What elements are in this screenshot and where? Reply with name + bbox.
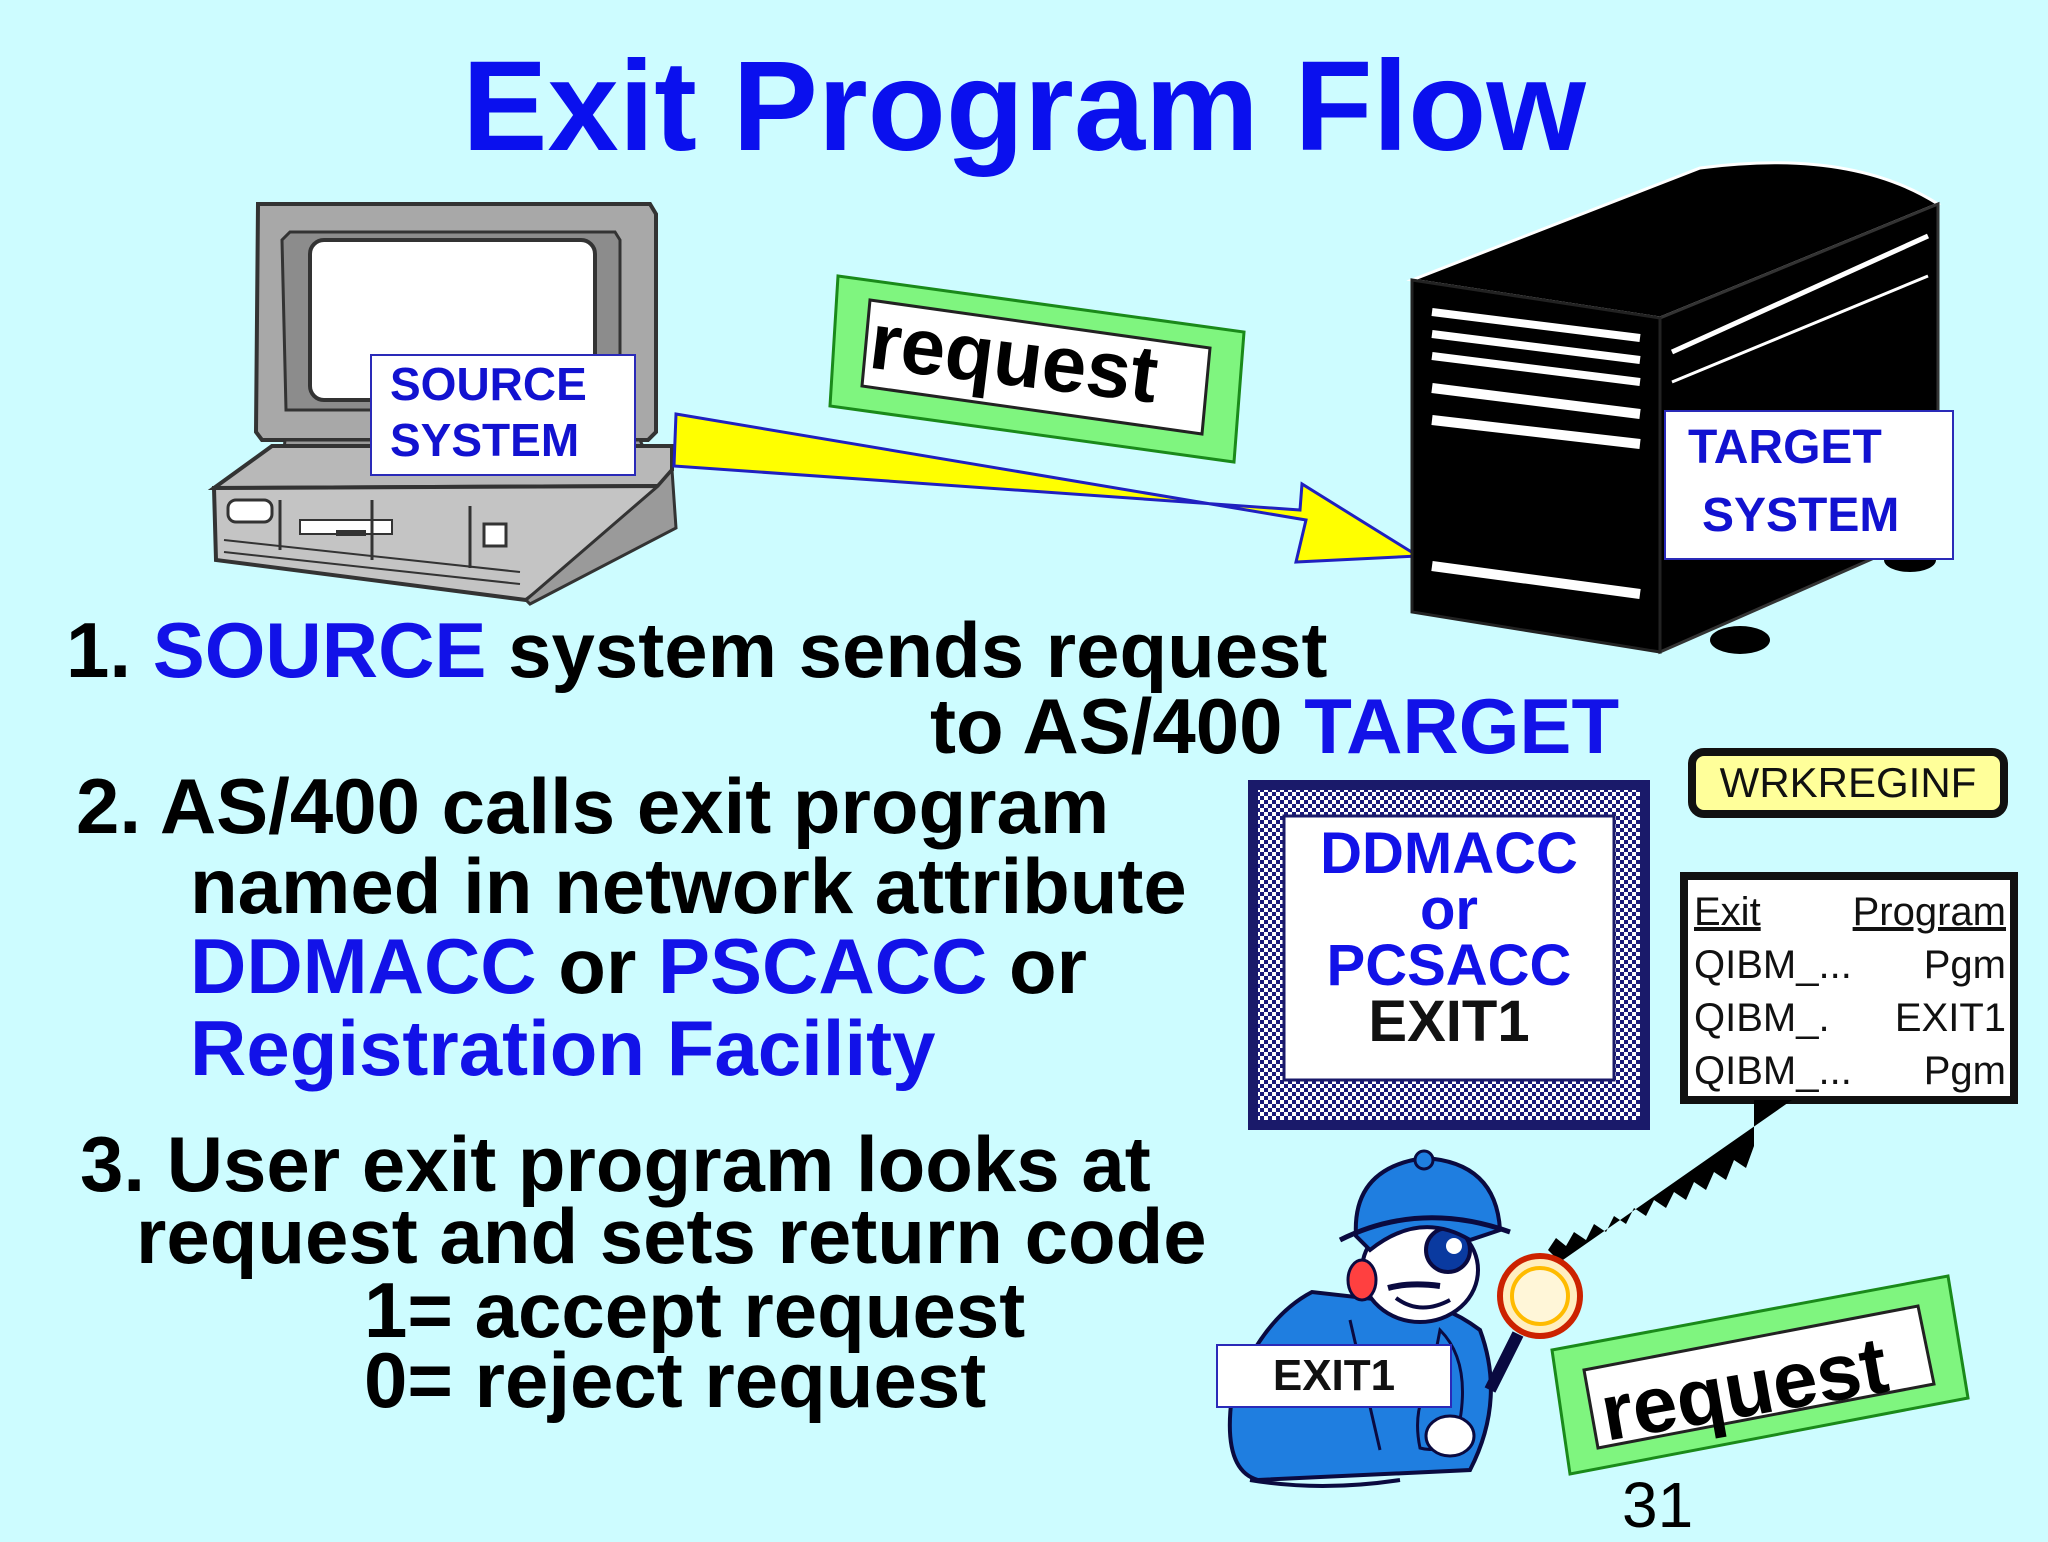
source-label-line1: SOURCE bbox=[390, 356, 634, 412]
registry-header-exit: Exit bbox=[1694, 886, 1761, 939]
step-1-line2: to AS/400 TARGET bbox=[930, 686, 1619, 766]
target-label-line2: SYSTEM bbox=[1688, 482, 1952, 550]
step-2-or: or bbox=[1009, 922, 1087, 1010]
registry-cell: Pgm bbox=[1924, 939, 2006, 992]
registry-cell: QIBM_. bbox=[1694, 992, 1830, 1045]
step-1-number: 1. bbox=[66, 606, 131, 694]
wrkreginf-command: WRKREGINF bbox=[1700, 758, 1996, 808]
exit1-label-text: EXIT1 bbox=[1273, 1351, 1395, 1400]
page-number: 31 bbox=[1622, 1468, 1693, 1542]
registry-header: Exit Program bbox=[1694, 886, 2006, 939]
registry-table: Exit Program QIBM_... Pgm QIBM_. EXIT1 Q… bbox=[1694, 886, 2006, 1094]
target-system-label: TARGET SYSTEM bbox=[1664, 410, 1954, 560]
step-2-line1: 2. AS/400 calls exit program bbox=[76, 766, 1109, 846]
registry-cell: Pgm bbox=[1924, 1045, 2006, 1094]
target-server-icon bbox=[1412, 163, 1938, 654]
step-2-line3: DDMACC or PSCACC or bbox=[190, 926, 1087, 1006]
step-2-ddmacc: DDMACC bbox=[190, 922, 537, 1010]
attribute-ddmacc: DDMACC bbox=[1284, 826, 1614, 882]
registry-row: QIBM_... Pgm bbox=[1694, 1045, 2006, 1094]
step-2-line2: named in network attribute bbox=[190, 846, 1187, 926]
step-3-line4: 0= reject request bbox=[364, 1340, 986, 1420]
attribute-or: or bbox=[1284, 882, 1614, 938]
source-label-line2: SYSTEM bbox=[390, 412, 634, 468]
registry-cell: EXIT1 bbox=[1895, 992, 2006, 1045]
attribute-box: DDMACC or PCSACC EXIT1 bbox=[1284, 826, 1614, 1050]
source-system-label: SOURCE SYSTEM bbox=[370, 354, 636, 476]
registry-cell: QIBM_... bbox=[1694, 939, 1852, 992]
step-2-pscacc: PSCACC bbox=[658, 922, 987, 1010]
step-2-or: or bbox=[558, 922, 636, 1010]
registry-cell: QIBM_... bbox=[1694, 1045, 1852, 1094]
attribute-exit1: EXIT1 bbox=[1284, 994, 1614, 1050]
step-2-registration: Registration Facility bbox=[190, 1008, 936, 1088]
step-1-target: TARGET bbox=[1304, 682, 1619, 770]
step-3-line2: request and sets return code bbox=[136, 1196, 1207, 1276]
step-1-source: SOURCE bbox=[153, 606, 487, 694]
step-1-line1: 1. SOURCE system sends request bbox=[66, 610, 1328, 690]
registry-row: QIBM_... Pgm bbox=[1694, 939, 2006, 992]
target-label-line1: TARGET bbox=[1688, 414, 1952, 482]
step-1-text: system sends request bbox=[508, 606, 1327, 694]
exit1-label: EXIT1 bbox=[1216, 1344, 1452, 1408]
registry-row: QIBM_. EXIT1 bbox=[1694, 992, 2006, 1045]
attribute-pcsacc: PCSACC bbox=[1284, 938, 1614, 994]
step-1-text-b: to AS/400 bbox=[930, 682, 1283, 770]
detective-icon bbox=[1230, 1151, 1580, 1486]
registry-header-program: Program bbox=[1853, 886, 2006, 939]
